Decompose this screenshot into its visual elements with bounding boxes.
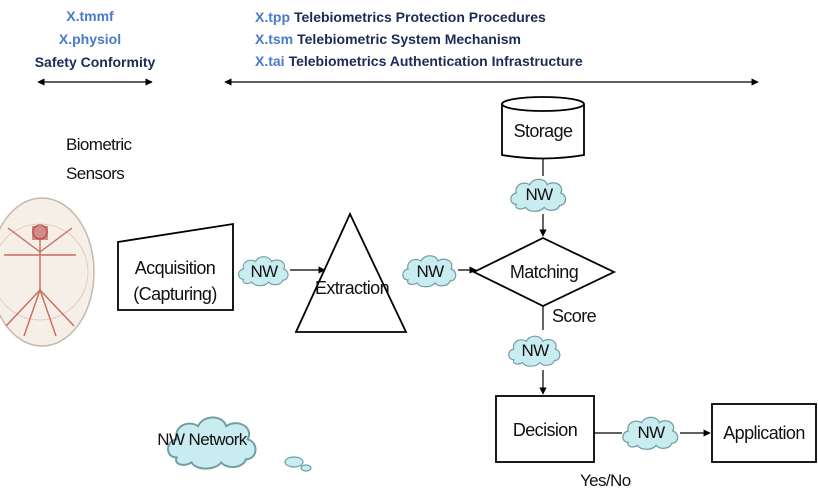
header-right-title-2: Telebiometric System Mechanism xyxy=(297,31,521,47)
legend-network-cloud: NW Network xyxy=(157,415,312,472)
decision-label: Decision xyxy=(513,420,577,440)
yes-no-label: Yes/No xyxy=(580,471,631,490)
header-right-title-3: Telebiometrics Authentication Infrastruc… xyxy=(289,53,583,69)
legend-network-label: NW Network xyxy=(157,430,247,449)
header-left: X.tmmf X.physiol Safety Conformity xyxy=(35,8,156,86)
network-cloud-1: NW xyxy=(237,256,289,287)
network-cloud-4: NW xyxy=(507,335,561,367)
network-cloud-3: NW xyxy=(510,178,567,212)
vitruvian-man-icon xyxy=(0,197,95,347)
header-left-line-1: X.tmmf xyxy=(66,8,114,24)
header-right-title-1: Telebiometrics Protection Procedures xyxy=(294,9,546,25)
acquisition-label-line-2: (Capturing) xyxy=(133,284,216,304)
sensors-label-line-2: Sensors xyxy=(66,164,124,183)
header-right-code-1: X.tpp xyxy=(255,9,290,25)
network-cloud-5: NW xyxy=(622,416,679,450)
network-cloud-2: NW xyxy=(402,255,457,288)
extraction-node: Extraction xyxy=(294,211,408,333)
storage-label: Storage xyxy=(514,121,573,141)
decision-node: Decision xyxy=(495,395,595,463)
network-cloud-1-label: NW xyxy=(250,262,278,281)
network-cloud-5-label: NW xyxy=(637,423,665,442)
score-label: Score xyxy=(552,306,597,326)
application-label: Application xyxy=(723,423,804,443)
network-cloud-2-label: NW xyxy=(416,262,444,281)
extraction-label: Extraction xyxy=(315,278,389,298)
header-right-code-2: X.tsm xyxy=(255,31,293,47)
network-cloud-3-label: NW xyxy=(525,185,553,204)
sensors-label-line-1: Biometric xyxy=(66,135,133,154)
matching-label: Matching xyxy=(510,262,578,282)
acquisition-label-line-1: Acquisition xyxy=(135,258,215,278)
network-cloud-4-label: NW xyxy=(521,341,549,360)
header-left-line-3: Safety Conformity xyxy=(35,54,156,70)
acquisition-node: Acquisition (Capturing) xyxy=(117,222,234,311)
matching-node: Matching xyxy=(471,236,617,308)
header-left-line-2: X.physiol xyxy=(59,31,121,47)
application-node: Application xyxy=(711,403,817,463)
storage-node: Storage xyxy=(501,96,585,160)
header-right-code-3: X.tai xyxy=(255,53,285,69)
